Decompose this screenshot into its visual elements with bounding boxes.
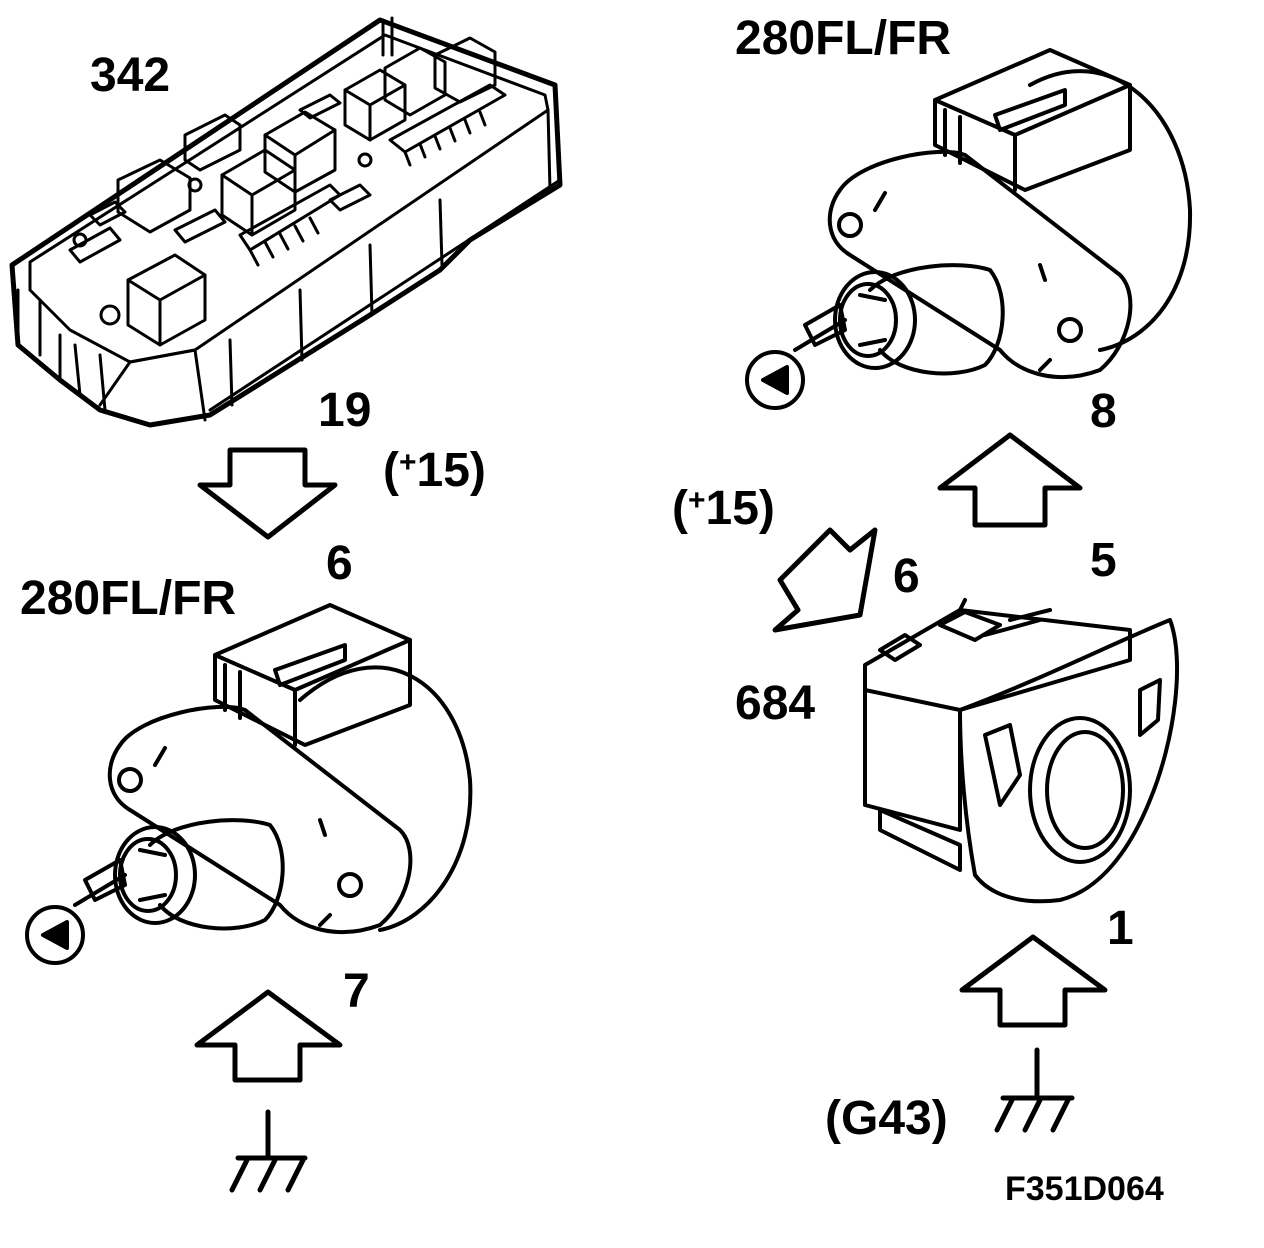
headlamp-levelling-motor-right-icon xyxy=(745,48,1193,410)
switch-id-label: 684 xyxy=(735,677,816,730)
pin-5-label: 5 xyxy=(1090,534,1117,587)
pin-7-label: 7 xyxy=(343,965,370,1018)
motor-right-label: 280FL/FR xyxy=(735,12,952,65)
supply-right-label: (+15) xyxy=(672,482,775,535)
supply-right-value: 15 xyxy=(705,482,759,535)
arrow-fusebox-to-motor-icon xyxy=(197,447,338,540)
arrow-switch-to-right-motor-icon xyxy=(937,432,1083,528)
motor-left-label: 280FL/FR xyxy=(20,572,237,625)
pin-6-right-label: 6 xyxy=(893,550,920,603)
levelling-switch-icon xyxy=(863,598,1179,904)
arrow-ground-to-left-motor-icon xyxy=(194,989,343,1083)
supply-left-value: 15 xyxy=(416,444,470,497)
headlamp-levelling-motor-left-icon xyxy=(25,603,473,965)
arrow-ground-to-switch-icon xyxy=(959,934,1108,1028)
pin-1-label: 1 xyxy=(1107,902,1134,955)
pin-8-label: 8 xyxy=(1090,385,1117,438)
fuse-relay-box-icon xyxy=(9,16,563,428)
pin-19-label: 19 xyxy=(318,384,372,437)
ground-point-label: (G43) xyxy=(825,1092,948,1145)
figure-code: F351D064 xyxy=(1005,1170,1164,1208)
supply-left-label: (+15) xyxy=(383,444,486,497)
ground-symbol-right-icon xyxy=(994,1047,1075,1133)
ground-symbol-left-icon xyxy=(229,1109,308,1193)
pin-6-left-label: 6 xyxy=(326,537,353,590)
arrow-supply-to-switch-icon xyxy=(772,527,878,633)
fusebox-id-label: 342 xyxy=(90,49,171,102)
